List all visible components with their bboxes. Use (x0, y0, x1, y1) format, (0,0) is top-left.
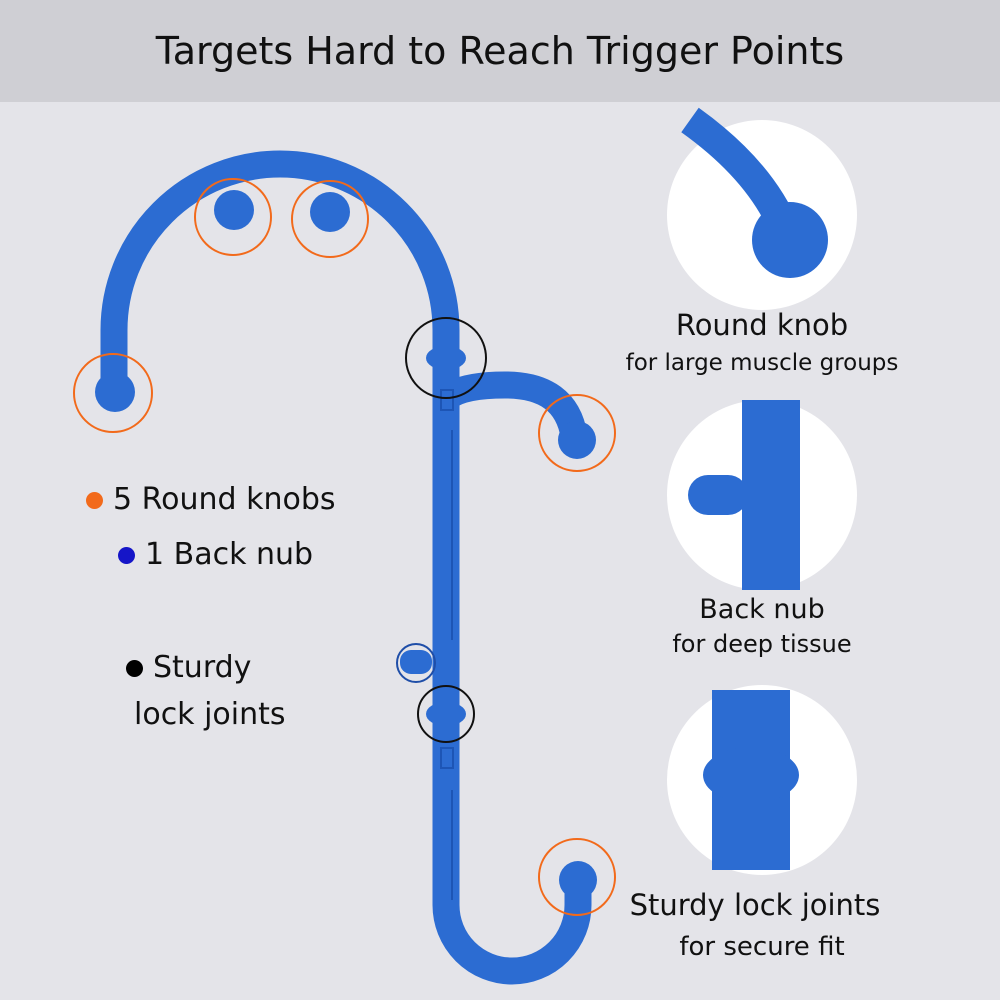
knob-marker (538, 394, 616, 472)
lock-joint (426, 702, 466, 726)
knob-marker (73, 353, 153, 433)
legend-item-nub: 1 Back nub (118, 537, 313, 572)
feature-title: Sturdy lock joints (629, 888, 881, 922)
joint-marker (405, 317, 487, 399)
legend-item-knobs: 5 Round knobs (86, 482, 336, 517)
nub-closeup (688, 475, 748, 515)
knob-marker (538, 838, 616, 916)
feature-subtitle: for deep tissue (672, 630, 852, 658)
feature-subtitle: for large muscle groups (625, 350, 899, 376)
page-title: Targets Hard to Reach Trigger Points (155, 29, 845, 73)
feature-subtitle: for secure fit (679, 932, 845, 962)
round-knobs (95, 190, 597, 899)
feature-title: Round knob (675, 308, 849, 342)
joint-closeup (703, 747, 799, 803)
back-nub (400, 650, 432, 674)
black-dot-icon (126, 660, 143, 677)
side-hook-arc (432, 371, 588, 450)
orange-dot-icon (86, 492, 103, 509)
title-banner: Targets Hard to Reach Trigger Points (0, 0, 1000, 102)
nub-marker (396, 643, 436, 683)
nub-closeup-shaft (742, 400, 800, 590)
knob-closeup (752, 202, 828, 278)
knob-marker (291, 180, 369, 258)
lock-joint (426, 346, 466, 370)
legend-item-joints: Sturdy (126, 650, 251, 685)
blue-dot-icon (118, 547, 135, 564)
main-hook-arc (100, 150, 592, 985)
legend-item-joints-line2: lock joints (134, 697, 286, 732)
feature-title: Back nub (699, 594, 825, 625)
joint-marker (417, 685, 475, 743)
knob-marker (194, 178, 272, 256)
